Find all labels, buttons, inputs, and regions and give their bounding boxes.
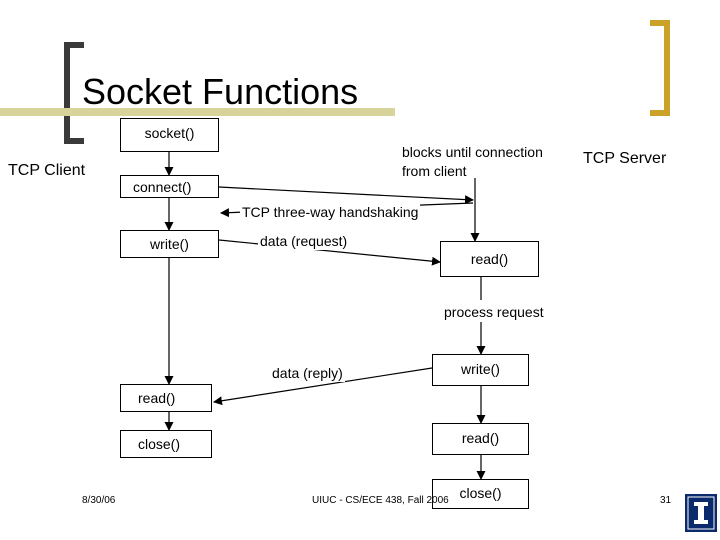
client-close-box: close()	[120, 430, 212, 458]
handshake-label: TCP three-way handshaking	[240, 203, 421, 221]
title-left-bracket	[64, 42, 84, 144]
data-reply-label: data (reply)	[270, 364, 345, 382]
tcp-client-label: TCP Client	[8, 162, 86, 179]
server-read-label: read()	[470, 251, 509, 267]
server-write-box: write()	[432, 354, 529, 386]
client-socket-label: socket()	[144, 125, 195, 141]
tcp-server-label: TCP Server	[583, 150, 667, 167]
client-read-label: read()	[138, 390, 176, 406]
server-read2-label: read()	[461, 430, 500, 446]
client-read-box: read()	[120, 384, 212, 412]
server-read-box: read()	[440, 241, 539, 277]
server-write-label: write()	[461, 361, 500, 377]
client-write-box: write()	[120, 230, 219, 258]
title-underline-rule	[0, 108, 395, 116]
client-socket-box: socket()	[120, 118, 219, 152]
client-connect-box: connect()	[120, 175, 219, 198]
server-read2-box: read()	[432, 423, 529, 455]
page-title: Socket Functions	[82, 71, 359, 112]
server-close-label: close()	[459, 485, 502, 501]
blocks-until-connection-note: blocks until connection from client	[402, 144, 543, 179]
process-request-label: process request	[443, 303, 545, 321]
footer-course: UIUC - CS/ECE 438, Fall 2006	[312, 495, 449, 506]
footer-date: 8/30/06	[82, 495, 116, 506]
title-right-bracket	[650, 20, 670, 116]
illinois-logo-icon	[685, 494, 717, 532]
data-request-label: data (request)	[258, 232, 350, 250]
client-connect-label: connect()	[133, 179, 192, 195]
footer-page-number: 31	[660, 495, 672, 506]
server-close-box: close()	[432, 479, 529, 509]
client-write-label: write()	[150, 236, 189, 252]
client-close-label: close()	[138, 436, 181, 452]
